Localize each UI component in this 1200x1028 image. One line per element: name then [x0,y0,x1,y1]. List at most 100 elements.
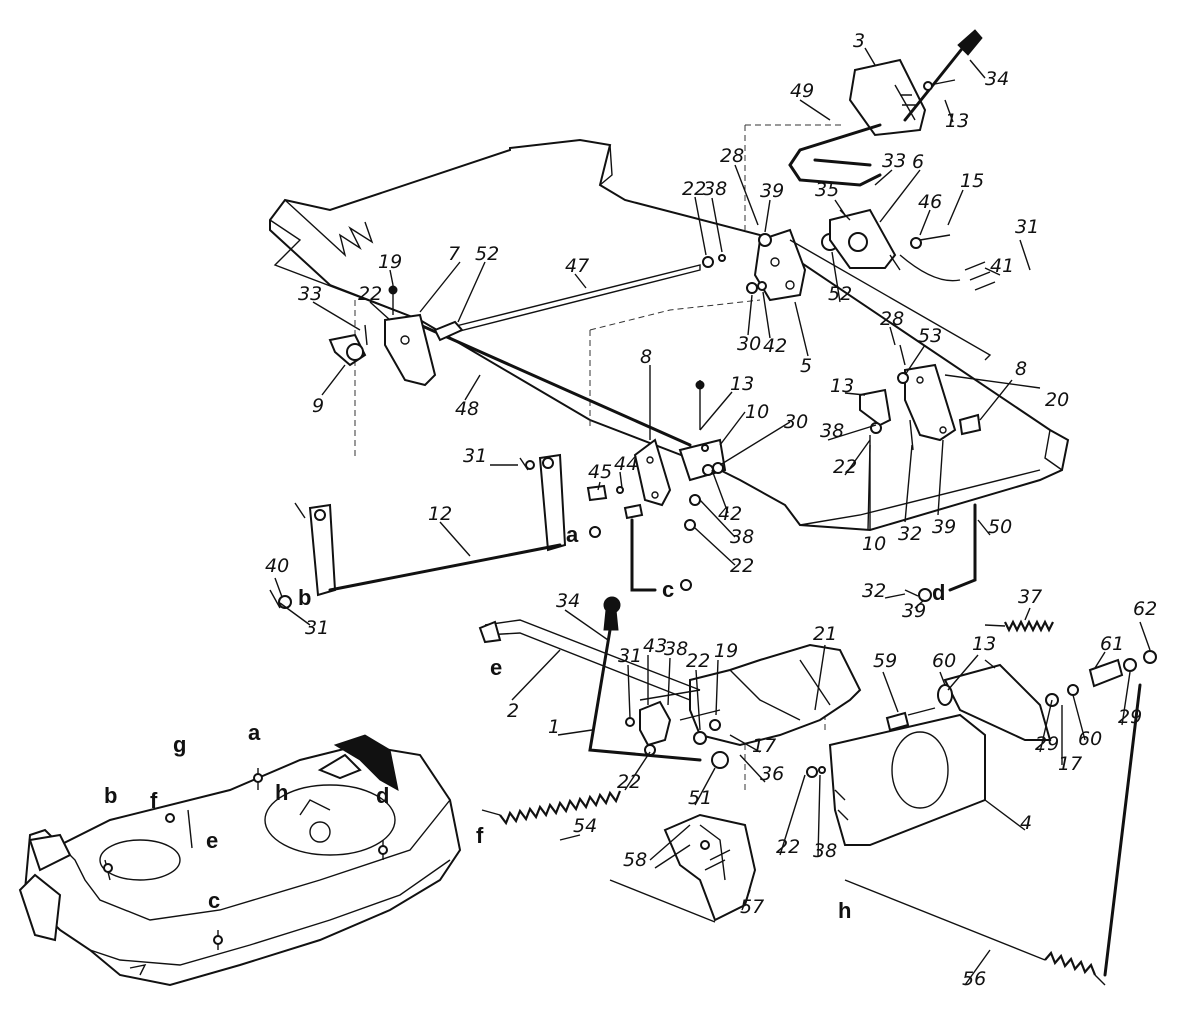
marker-letter: f [476,823,484,848]
callout: 4 [1020,812,1032,834]
marker-letter: b [104,783,117,808]
callout: 39 [932,516,956,538]
callout: 54 [573,815,597,837]
callout: 41 [990,255,1014,277]
callout: 34 [985,68,1009,90]
callout: 17 [752,735,776,757]
spring-56 [844,879,1106,986]
link-12 [269,453,601,609]
callout: 56 [962,968,986,990]
callout: 32 [862,580,886,602]
callout: 8 [640,346,652,368]
bracket-21 [639,643,862,747]
shaft-long [789,239,992,361]
bracket-8-mid [586,380,727,531]
callout: 22 [617,771,641,793]
marker-letter: a [248,720,261,745]
callout: 35 [815,179,839,201]
callout: 52 [828,283,852,305]
callout: 19 [714,640,738,662]
callout: 13 [945,110,969,132]
callout: 33 [298,283,322,305]
callout: 32 [898,523,922,545]
callout: 42 [763,335,787,357]
callout: 53 [918,325,942,347]
callout: 43 [643,635,667,657]
callout: 9 [312,395,324,417]
rod-48 [418,323,692,447]
lever-1 [588,596,721,762]
callout: 19 [378,251,402,273]
leader-lines [274,47,1151,986]
callout: 21 [813,623,837,645]
cam-9 [328,324,368,367]
plate-upper-right [943,650,1157,741]
callout: 13 [730,373,754,395]
rod-50 [904,503,977,602]
marker-letter: d [932,580,945,605]
callout: 20 [1045,389,1069,411]
callout: 2 [507,700,519,722]
callout: 39 [902,600,926,622]
callout: 52 [475,243,499,265]
marker-letter: g [173,732,186,757]
callout: 8 [1015,358,1027,380]
marker-letter: h [838,898,851,923]
callout-labels: 3 34 13 49 28 33 6 35 46 15 31 41 22 38 … [265,30,1157,990]
callout: 22 [730,555,754,577]
rod-2 [478,619,701,701]
lever-6 [829,208,961,282]
callout: 61 [1100,633,1124,655]
bracket-43-38 [625,700,729,769]
pin-c [630,518,692,592]
callout: 12 [428,503,452,525]
callout: 40 [265,555,289,577]
callout: 5 [800,355,812,377]
marker-letter: e [206,828,218,853]
callout: 22 [833,456,857,478]
callout: 22 [682,178,706,200]
callout: 39 [760,180,784,202]
callout: 28 [720,145,744,167]
callout: 28 [880,308,904,330]
callout: 22 [776,836,800,858]
marker-letter: e [490,655,502,680]
spring-54 [481,790,716,923]
callout: 31 [618,645,642,667]
bracket-8-right [859,344,982,530]
callout: 31 [463,445,487,467]
cable-31-41 [964,261,996,291]
spring-37 [984,619,1054,633]
handle-bracket-3 [848,29,983,137]
callout: 58 [623,849,647,871]
callout: 59 [873,650,897,672]
mower-deck [18,734,462,987]
callout: 38 [703,178,727,200]
callout: 30 [784,411,808,433]
callout: 6 [912,151,924,173]
housing-4 [806,713,986,846]
callout: 44 [614,453,638,475]
rod-vertical-right [1103,683,1142,977]
callout: 48 [455,398,479,420]
marker-letter: b [298,585,311,610]
callout: 51 [688,787,712,809]
callout: 47 [565,255,589,277]
callout: 38 [813,840,837,862]
callout: 36 [760,763,784,785]
callout: 38 [664,638,688,660]
marker-letter: c [662,577,674,602]
callout: 46 [918,191,942,213]
callout: 45 [588,461,612,483]
callout: 3 [853,30,865,52]
callout: 7 [448,243,460,265]
callout: 38 [730,526,754,548]
callout: 33 [882,150,906,172]
callout: 62 [1133,598,1157,620]
callout: 49 [790,80,814,102]
callout: 31 [305,617,329,639]
marker-letter: h [275,780,288,805]
marker-letter: a [566,522,579,547]
